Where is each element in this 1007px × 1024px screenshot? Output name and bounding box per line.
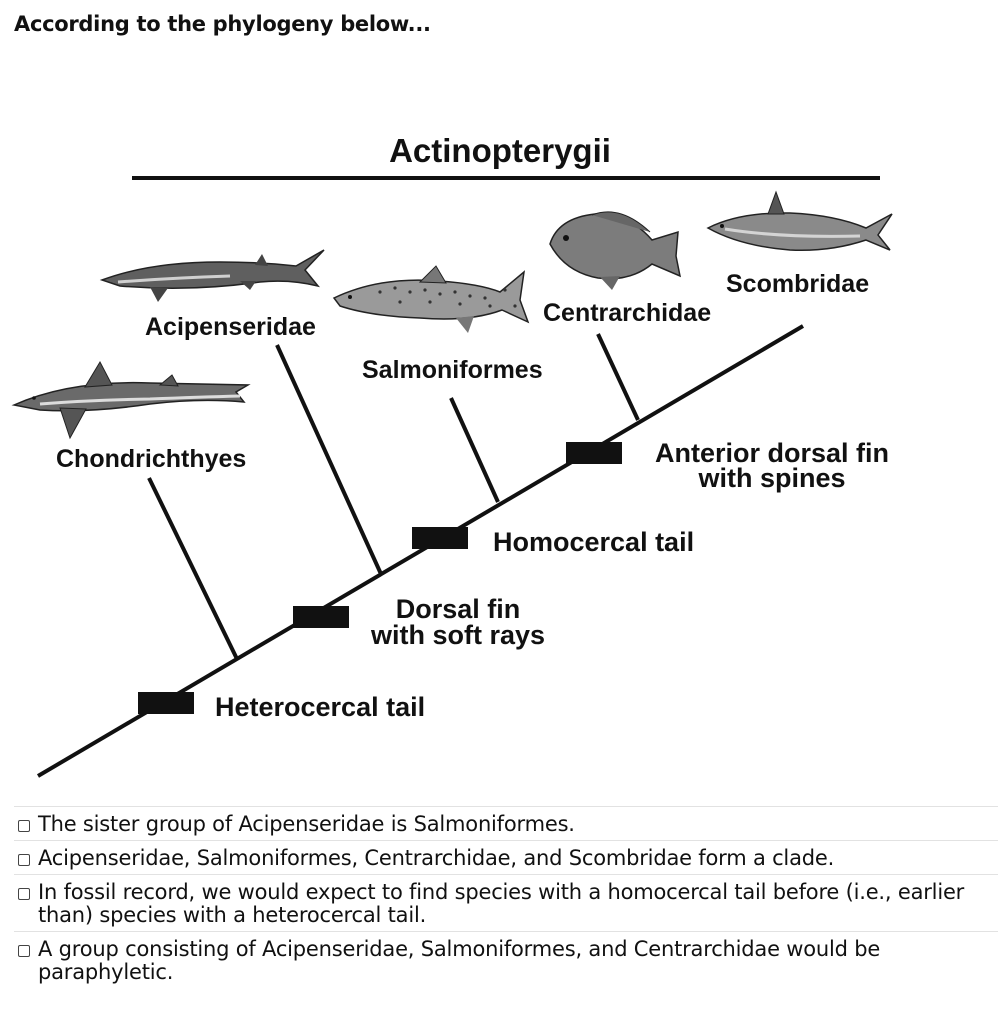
trait-anterior-line2: with spines xyxy=(697,463,845,493)
trait-mark-heterocercal xyxy=(138,692,194,714)
taxon-salmoniformes: Salmoniformes xyxy=(362,356,543,384)
trait-anterior-line1: Anterior dorsal fin xyxy=(655,438,889,468)
trait-dorsal-line2: with soft rays xyxy=(370,620,545,650)
taxon-centrarchidae: Centrarchidae xyxy=(543,299,711,327)
trait-mark-homocercal xyxy=(412,527,468,549)
taxon-scombridae: Scombridae xyxy=(726,270,869,298)
sunfish-icon xyxy=(549,211,682,290)
option-label: In fossil record, we would expect to fin… xyxy=(38,880,965,927)
trait-mark-anterior-spines xyxy=(566,442,622,464)
clade-title: Actinopterygii xyxy=(389,132,611,169)
answer-option[interactable]: A group consisting of Acipenseridae, Sal… xyxy=(14,931,998,988)
answer-option[interactable]: Acipenseridae, Salmoniformes, Centrarchi… xyxy=(14,840,998,874)
trait-mark-dorsal-soft xyxy=(293,606,349,628)
trait-dorsal-line1: Dorsal fin xyxy=(396,594,521,624)
taxon-acipenseridae: Acipenseridae xyxy=(145,313,316,341)
phylogeny-diagram: Actinopterygii Chondrichthyes Acipenseri… xyxy=(11,132,893,778)
branch-centrarchidae xyxy=(596,333,640,421)
answer-option[interactable]: The sister group of Acipenseridae is Sal… xyxy=(14,806,998,840)
answer-options: The sister group of Acipenseridae is Sal… xyxy=(14,806,998,988)
taxon-chondrichthyes: Chondrichthyes xyxy=(56,445,246,473)
shark-icon xyxy=(11,360,251,440)
branch-salmoniformes xyxy=(449,397,500,503)
checkbox[interactable] xyxy=(18,820,30,832)
checkbox[interactable] xyxy=(18,888,30,900)
checkbox[interactable] xyxy=(18,945,30,957)
checkbox[interactable] xyxy=(18,854,30,866)
answer-option[interactable]: In fossil record, we would expect to fin… xyxy=(14,874,998,931)
mackerel-icon xyxy=(706,190,893,252)
branch-chondrichthyes xyxy=(147,477,239,660)
option-label: Acipenseridae, Salmoniformes, Centrarchi… xyxy=(38,846,835,870)
branch-acipenseridae xyxy=(275,344,383,575)
question-prompt: According to the phylogeny below... xyxy=(14,12,431,36)
option-label: The sister group of Acipenseridae is Sal… xyxy=(38,812,575,836)
trout-icon xyxy=(332,265,530,333)
sturgeon-icon xyxy=(99,249,325,302)
option-label: A group consisting of Acipenseridae, Sal… xyxy=(38,937,881,984)
trait-homocercal-label: Homocercal tail xyxy=(493,527,694,557)
trait-heterocercal-label: Heterocercal tail xyxy=(215,692,425,722)
